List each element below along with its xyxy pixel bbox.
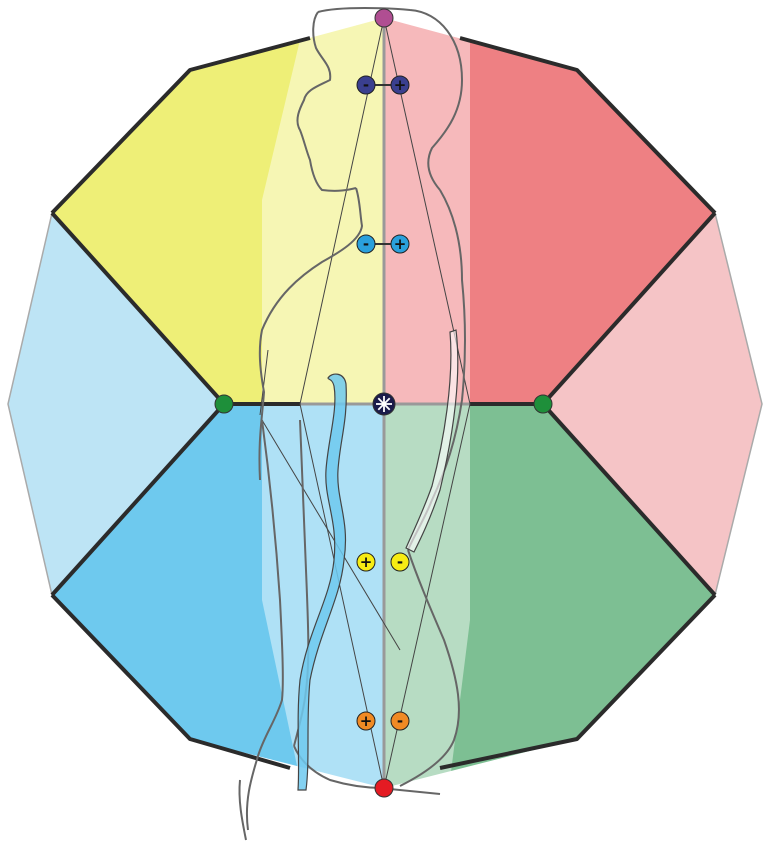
- head-negative-label: -: [363, 76, 369, 94]
- abdomen-positive-label: +: [360, 553, 373, 571]
- head-negative-marker[interactable]: [356, 75, 376, 95]
- root-node[interactable]: [374, 778, 394, 798]
- outline-upper-right: [459, 36, 717, 215]
- throat-markers: - +: [356, 234, 410, 254]
- divider-upper-left: [50, 211, 226, 406]
- head-positive-label: +: [394, 76, 407, 94]
- throat-positive-label: +: [394, 235, 407, 253]
- energy-channel-right: [405, 329, 459, 553]
- head-positive-marker[interactable]: [390, 75, 410, 95]
- pelvis-negative-label: -: [397, 712, 403, 730]
- star-node[interactable]: [372, 392, 396, 416]
- divider-lower-right: [541, 402, 717, 597]
- pelvis-markers: + -: [356, 711, 410, 731]
- left-green-node[interactable]: [214, 394, 234, 414]
- energy-channel: [297, 373, 347, 791]
- right-green-node[interactable]: [533, 394, 553, 414]
- abdomen-markers: + -: [356, 552, 410, 572]
- throat-negative-label: -: [363, 235, 369, 253]
- pelvis-negative-marker[interactable]: [390, 711, 410, 731]
- head-markers: - +: [356, 75, 410, 95]
- divider-upper-right: [541, 211, 717, 406]
- throat-negative-marker[interactable]: [356, 234, 376, 254]
- outline-upper: [50, 36, 311, 215]
- abdomen-negative-label: -: [397, 553, 403, 571]
- cross-line-6: [259, 349, 269, 416]
- throat-positive-marker[interactable]: [390, 234, 410, 254]
- yellow-sector: [52, 18, 384, 404]
- pelvis-positive-label: +: [360, 712, 373, 730]
- red-sector: [384, 18, 715, 404]
- crown-node[interactable]: [374, 8, 394, 28]
- outline-lower-right: [439, 593, 717, 770]
- cross-line-5: [261, 419, 401, 651]
- human-figure: [238, 7, 466, 841]
- pelvis-positive-marker[interactable]: [356, 711, 376, 731]
- star-icon: [376, 396, 392, 412]
- abdomen-positive-marker[interactable]: [356, 552, 376, 572]
- green-sector: [384, 404, 715, 788]
- abdomen-negative-marker[interactable]: [390, 552, 410, 572]
- divider-lower-left: [50, 402, 226, 597]
